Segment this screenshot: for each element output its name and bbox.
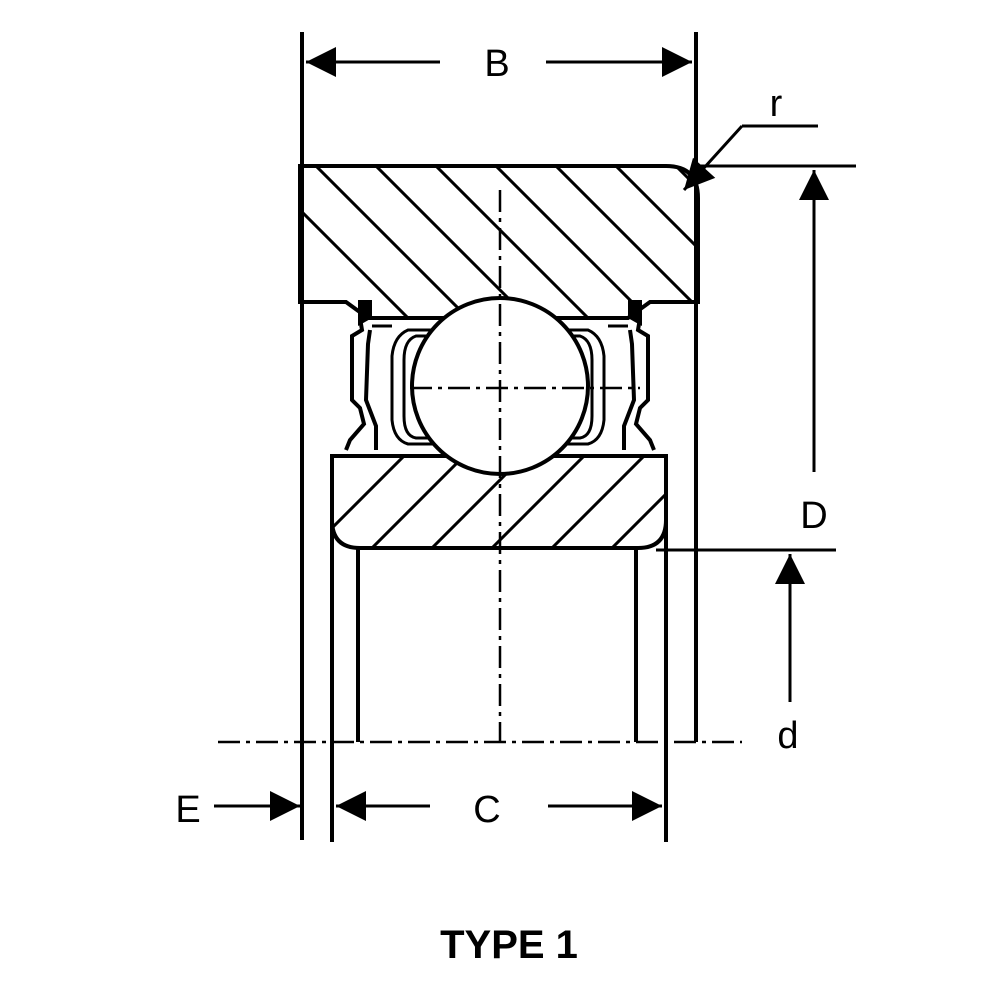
label-D: D — [800, 495, 827, 537]
right-seal — [608, 300, 656, 451]
diagram-caption: TYPE 1 — [440, 923, 578, 967]
dimension-d: d — [775, 554, 805, 757]
label-c: C — [473, 789, 500, 831]
centerlines — [218, 190, 742, 744]
bore-lines — [356, 548, 638, 742]
label-e: E — [175, 789, 200, 831]
dimension-c: C — [336, 789, 662, 831]
dimension-r: r — [682, 83, 818, 192]
label-d: d — [777, 715, 798, 757]
dimension-D: D — [799, 170, 829, 537]
label-r: r — [770, 83, 783, 125]
extension-lines — [656, 164, 856, 552]
left-seal — [344, 300, 392, 451]
label-b: B — [484, 43, 509, 85]
dimension-b: B — [306, 43, 692, 85]
dimension-e: E — [175, 789, 300, 831]
